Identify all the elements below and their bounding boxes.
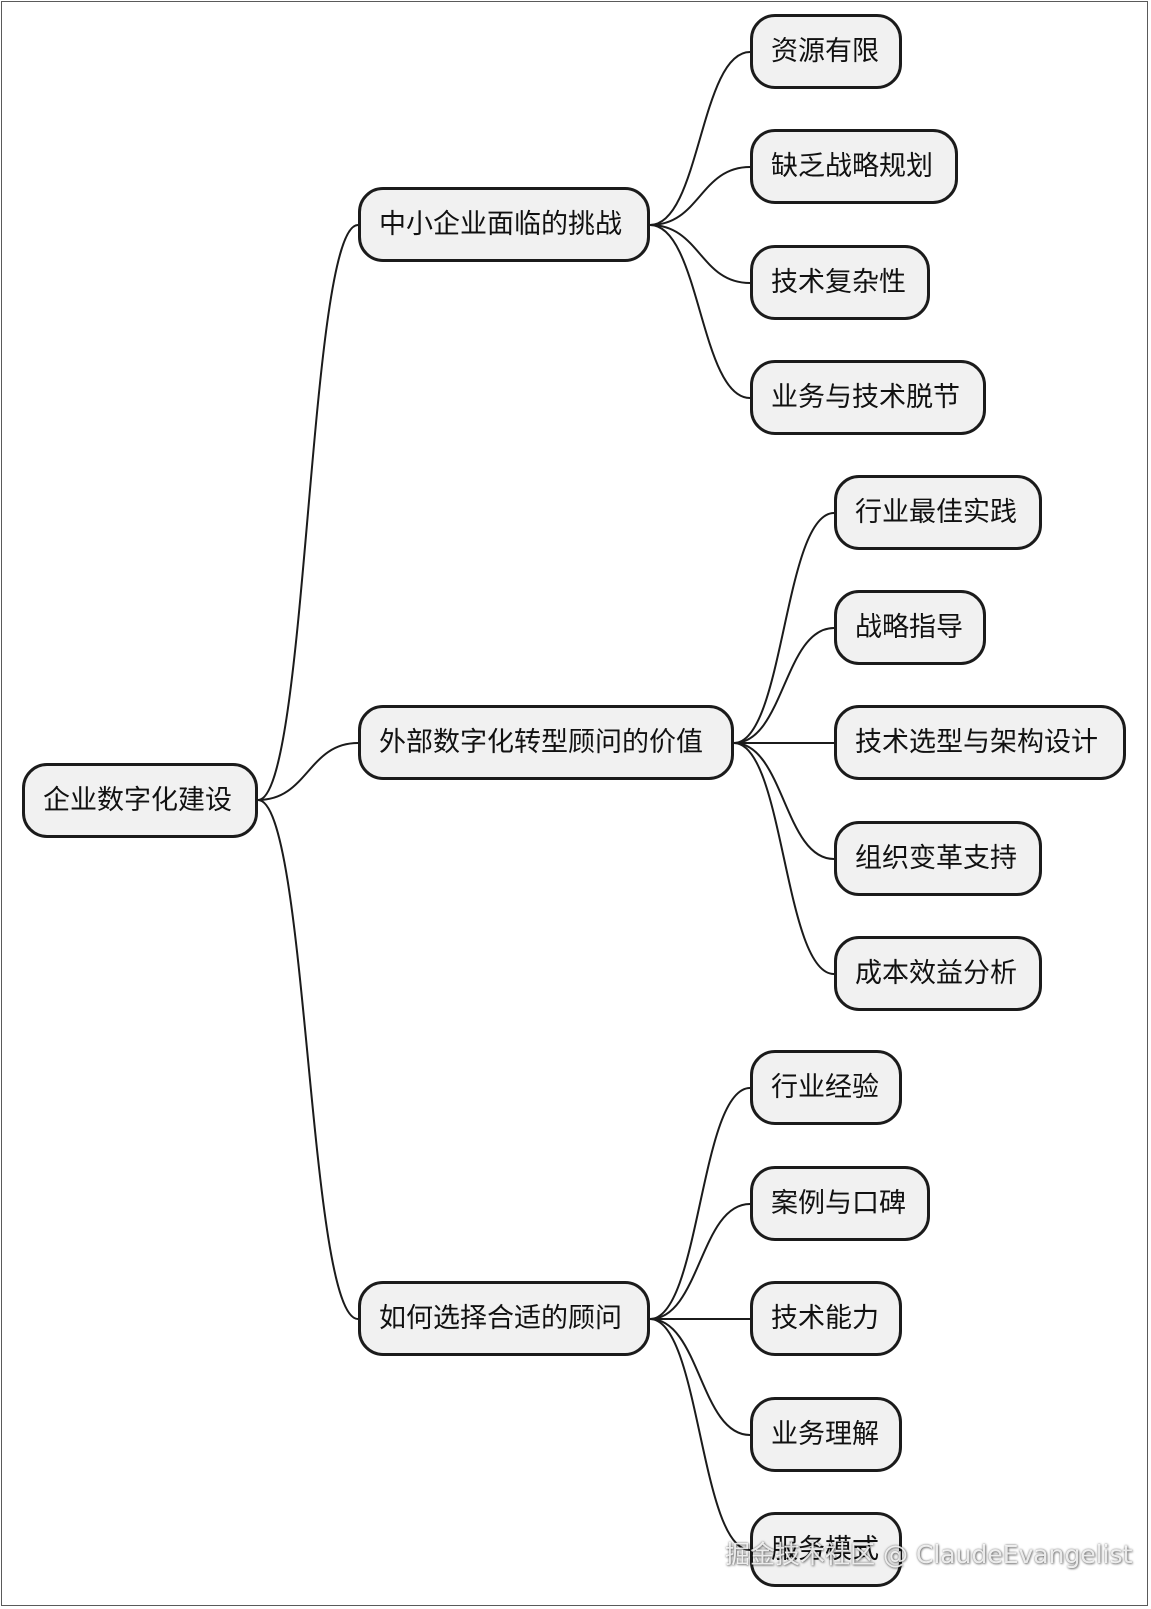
leaf-node: 组织变革支持 (834, 821, 1042, 896)
edge-b2-c1 (733, 512, 835, 744)
leaf-node-label: 技术复杂性 (771, 267, 906, 298)
branch-node-label: 外部数字化转型顾问的价值 (379, 727, 703, 758)
leaf-node: 技术复杂性 (750, 245, 930, 320)
leaf-node-label: 案例与口碑 (771, 1188, 906, 1219)
branch-node-choose-consultant: 如何选择合适的顾问 (358, 1281, 650, 1356)
root-node: 企业数字化建设 (22, 763, 258, 838)
edge-b3-c1 (649, 1087, 751, 1320)
leaf-node: 战略指导 (834, 590, 986, 665)
leaf-node-label: 业务与技术脱节 (771, 382, 960, 413)
leaf-node: 资源有限 (750, 14, 902, 89)
branch-node-challenges: 中小企业面临的挑战 (358, 187, 650, 262)
edge-b1-c2 (649, 166, 751, 226)
leaf-node-label: 行业最佳实践 (855, 497, 1017, 528)
watermark-text: 掘金技术社区 @ ClaudeEvangelist (725, 1540, 1133, 1569)
leaf-node: 案例与口碑 (750, 1166, 930, 1241)
leaf-node-label: 业务理解 (771, 1419, 879, 1450)
branch-node-label: 如何选择合适的顾问 (379, 1303, 622, 1334)
leaf-node-label: 服务模式 (771, 1534, 879, 1565)
leaf-node: 服务模式 (750, 1512, 902, 1587)
branch-node-consultant-value: 外部数字化转型顾问的价值 (358, 705, 734, 780)
edge-b1-c3 (649, 224, 751, 284)
leaf-node: 业务与技术脱节 (750, 360, 986, 435)
leaf-node: 技术能力 (750, 1281, 902, 1356)
branch-node-label: 中小企业面临的挑战 (379, 209, 622, 240)
leaf-node: 成本效益分析 (834, 936, 1042, 1011)
leaf-node-label: 资源有限 (771, 36, 879, 67)
edge-root-branch-1 (257, 224, 359, 801)
edge-b2-c5 (733, 742, 835, 975)
root-node-label: 企业数字化建设 (43, 785, 232, 816)
leaf-node: 缺乏战略规划 (750, 129, 958, 204)
edge-root-branch-3 (257, 799, 359, 1320)
edge-root-branch-2 (257, 742, 359, 801)
leaf-node-label: 技术选型与架构设计 (855, 727, 1098, 758)
edge-b2-c4 (733, 742, 835, 860)
leaf-node: 技术选型与架构设计 (834, 705, 1126, 780)
leaf-node-label: 组织变革支持 (855, 843, 1017, 874)
edge-b3-c4 (649, 1318, 751, 1436)
edge-b1-c1 (649, 51, 751, 226)
edge-b3-c2 (649, 1203, 751, 1320)
leaf-node: 行业经验 (750, 1050, 902, 1125)
edge-b3-c5 (649, 1318, 751, 1551)
leaf-node-label: 战略指导 (855, 612, 963, 643)
leaf-node-label: 缺乏战略规划 (771, 151, 933, 182)
leaf-node-label: 行业经验 (771, 1072, 879, 1103)
leaf-node: 行业最佳实践 (834, 475, 1042, 550)
edge-b1-c4 (649, 224, 751, 399)
edge-b2-c2 (733, 627, 835, 744)
leaf-node-label: 技术能力 (771, 1303, 879, 1334)
leaf-node-label: 成本效益分析 (855, 958, 1017, 989)
leaf-node: 业务理解 (750, 1397, 902, 1472)
